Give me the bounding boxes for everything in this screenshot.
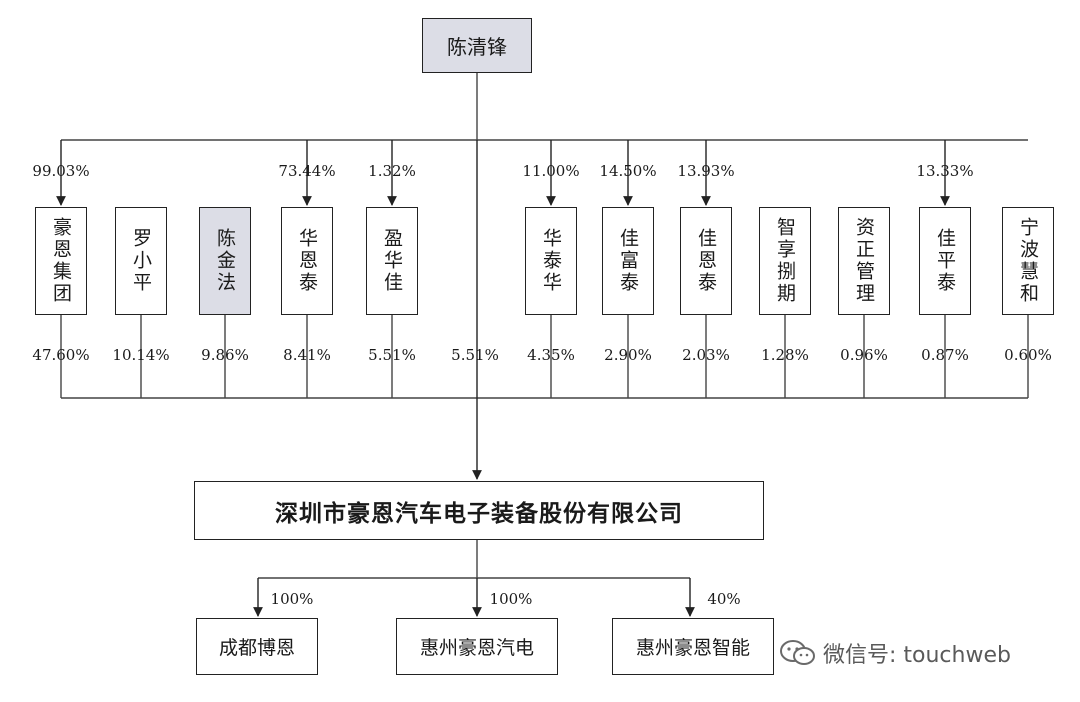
shareholder-box: 宁波慧和 xyxy=(1002,207,1054,315)
company-holding-pct: 0.87% xyxy=(921,346,969,364)
shareholder-box: 佳富泰 xyxy=(602,207,654,315)
root-shareholder-name: 陈清锋 xyxy=(447,35,507,59)
shareholder-name: 佳富泰 xyxy=(617,228,639,294)
shareholder-box: 罗小平 xyxy=(115,207,167,315)
subsidiary-name: 惠州豪恩汽电 xyxy=(419,637,534,659)
subsidiary-box: 惠州豪恩智能 xyxy=(612,618,774,675)
subsidiary-box: 惠州豪恩汽电 xyxy=(396,618,558,675)
shareholder-box: 盈华佳 xyxy=(366,207,418,315)
company-holding-pct: 5.51% xyxy=(368,346,416,364)
watermark-text: 微信号: touchweb xyxy=(823,643,1011,668)
watermark: 微信号: touchweb xyxy=(779,637,1011,669)
company-holding-pct: 0.96% xyxy=(840,346,888,364)
subsidiary-pct: 40% xyxy=(707,590,741,608)
subsidiary-pct: 100% xyxy=(270,590,314,608)
shareholder-name: 罗小平 xyxy=(130,228,152,294)
shareholder-box: 华恩泰 xyxy=(281,207,333,315)
root-holding-pct: 73.44% xyxy=(278,162,336,180)
wechat-icon xyxy=(780,640,815,665)
shareholder-box: 智享捌期 xyxy=(759,207,811,315)
shareholder-name: 佳平泰 xyxy=(934,228,956,294)
shareholder-name: 盈华佳 xyxy=(381,228,403,294)
subsidiary-name: 成都博恩 xyxy=(218,637,295,659)
shareholder-box: 佳平泰 xyxy=(919,207,971,315)
company-holding-pct: 2.03% xyxy=(682,346,730,364)
shareholder-name: 智享捌期 xyxy=(774,217,796,305)
root-holding-pct: 14.50% xyxy=(599,162,657,180)
shareholder-box: 华泰华 xyxy=(525,207,577,315)
company-holding-pct: 4.35% xyxy=(527,346,575,364)
shareholder-name: 佳恩泰 xyxy=(695,228,717,294)
shareholder-name: 华泰华 xyxy=(540,228,562,294)
shareholder-name: 陈金法 xyxy=(214,228,236,294)
company-holding-pct: 5.51% xyxy=(451,346,499,364)
shareholder-box: 佳恩泰 xyxy=(680,207,732,315)
root-holding-pct: 13.93% xyxy=(677,162,735,180)
root-shareholder-box: 陈清锋 xyxy=(422,18,532,73)
root-holding-pct: 11.00% xyxy=(522,162,580,180)
shareholder-name: 豪恩集团 xyxy=(50,217,72,305)
subsidiary-name: 惠州豪恩智能 xyxy=(635,637,750,659)
shareholder-name: 华恩泰 xyxy=(296,228,318,294)
company-holding-pct: 1.28% xyxy=(761,346,809,364)
shareholder-name: 资正管理 xyxy=(853,217,875,305)
company-holding-pct: 10.14% xyxy=(112,346,170,364)
root-holding-pct: 1.32% xyxy=(368,162,416,180)
company-holding-pct: 8.41% xyxy=(283,346,331,364)
subsidiary-box: 成都博恩 xyxy=(196,618,318,675)
company-holding-pct: 2.90% xyxy=(604,346,652,364)
company-holding-pct: 9.86% xyxy=(201,346,249,364)
root-holding-pct: 99.03% xyxy=(32,162,90,180)
company-name: 深圳市豪恩汽车电子装备股份有限公司 xyxy=(275,500,683,527)
shareholder-box: 豪恩集团 xyxy=(35,207,87,315)
company-holding-pct: 0.60% xyxy=(1004,346,1052,364)
root-holding-pct: 13.33% xyxy=(916,162,974,180)
company-box: 深圳市豪恩汽车电子装备股份有限公司 xyxy=(194,481,764,540)
company-holding-pct: 47.60% xyxy=(32,346,90,364)
shareholder-box: 资正管理 xyxy=(838,207,890,315)
shareholder-box: 陈金法 xyxy=(199,207,251,315)
shareholder-name: 宁波慧和 xyxy=(1017,217,1039,305)
subsidiary-pct: 100% xyxy=(489,590,533,608)
